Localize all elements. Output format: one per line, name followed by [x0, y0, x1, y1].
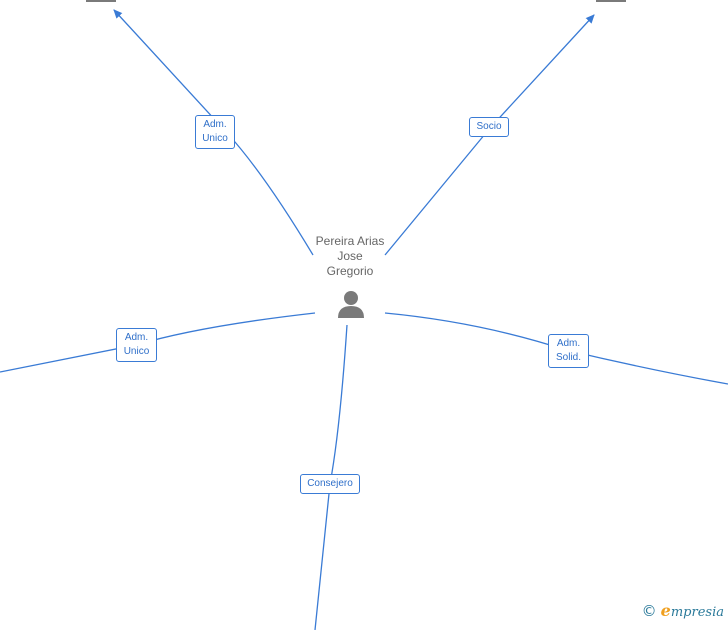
copyright-symbol: © — [641, 601, 657, 620]
center-person-name[interactable]: Pereira Arias Jose Gregorio — [300, 234, 400, 279]
relation-label-bottom[interactable]: Consejero — [300, 474, 360, 494]
brand-rest: mpresia — [670, 605, 724, 620]
building-icon[interactable] — [86, 0, 116, 2]
edge-left — [0, 312, 316, 373]
label-line: Adm. — [203, 119, 227, 130]
label-line: Consejero — [307, 478, 353, 489]
label-line: Solid. — [555, 352, 581, 363]
label-line: Unico — [123, 346, 150, 357]
person-icon[interactable] — [338, 291, 364, 318]
relation-label-right[interactable]: Adm. Solid. — [548, 334, 589, 368]
brand-initial: e — [660, 601, 671, 620]
label-line: Unico — [202, 133, 228, 144]
label-line: Adm. — [556, 338, 581, 349]
relation-label-top-right[interactable]: Socio — [469, 117, 509, 137]
label-line: Socio — [476, 121, 502, 132]
building-icon[interactable] — [596, 0, 626, 2]
name-line: Pereira Arias — [315, 234, 385, 248]
brand-logo: © empresia — [642, 601, 724, 620]
name-line: Jose — [337, 249, 363, 263]
name-line: Gregorio — [326, 264, 374, 278]
label-line: Adm. — [124, 332, 149, 343]
relation-label-left[interactable]: Adm. Unico — [116, 328, 157, 362]
relation-label-top-left[interactable]: Adm. Unico — [195, 115, 235, 149]
